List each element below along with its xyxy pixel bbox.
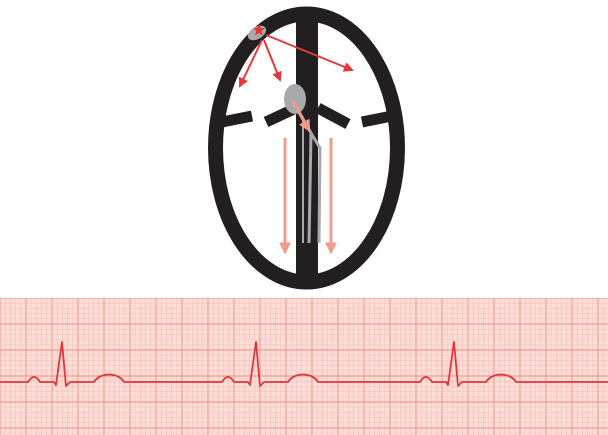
av-plane-left <box>222 116 252 122</box>
av-node <box>284 84 306 114</box>
arrow-icon <box>264 40 280 80</box>
heart-conduction-diagram <box>0 0 608 298</box>
ecg-strip <box>0 298 608 435</box>
ecg-paper <box>0 298 608 435</box>
av-plane-right <box>362 116 392 122</box>
av-plane-right-inner <box>318 108 348 124</box>
